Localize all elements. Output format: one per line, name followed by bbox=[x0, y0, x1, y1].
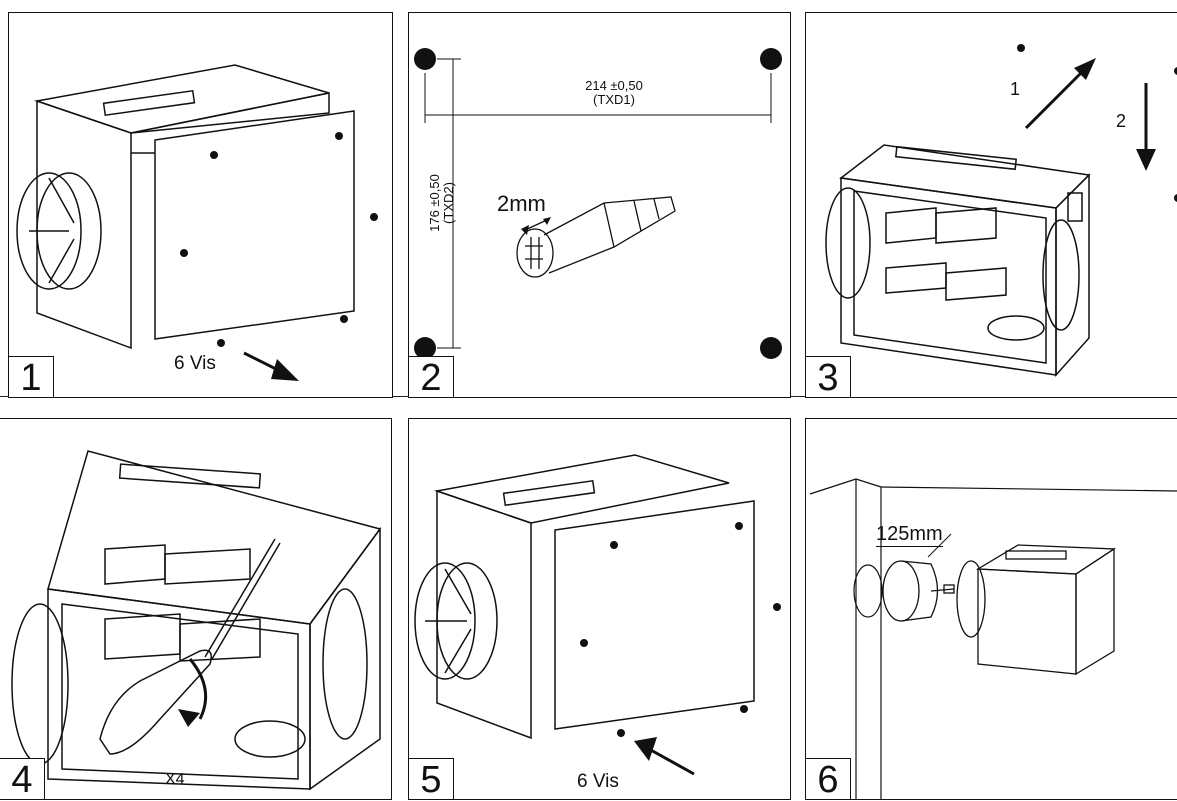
arrow-1-label: 1 bbox=[1010, 79, 1021, 99]
box-with-cover-illustration bbox=[16, 64, 378, 381]
wall-plug-icon bbox=[516, 196, 676, 278]
hole-size-label: 125mm bbox=[876, 523, 943, 547]
step-panel-2: 214 ±0,50 (TXD1) 176 ±0,50 (TXD2) 2mm 2 bbox=[408, 12, 791, 399]
step-number: 3 bbox=[806, 356, 851, 399]
step-panel-5: 6 Vis 5 bbox=[408, 418, 791, 801]
count-label: X4 bbox=[165, 771, 185, 788]
arrow-icon bbox=[1074, 58, 1096, 80]
arrow-icon bbox=[634, 737, 657, 761]
open-box-illustration bbox=[825, 44, 1177, 377]
step-number: 5 bbox=[409, 758, 454, 801]
step-panel-6: 125mm 6 bbox=[805, 418, 1177, 801]
wall-installation-illustration bbox=[809, 478, 1177, 799]
dim-width-label: 214 ±0,50 (TXD1) bbox=[585, 78, 643, 107]
mounting-hole-icon bbox=[414, 48, 782, 359]
step-number: 6 bbox=[806, 758, 851, 801]
screws-label: 6 Vis bbox=[577, 771, 619, 792]
hole-saw-icon bbox=[882, 560, 955, 622]
drilling-template-illustration bbox=[414, 48, 782, 359]
step-number: 2 bbox=[409, 356, 454, 399]
step-number: 4 bbox=[0, 758, 45, 801]
screws-label: 6 Vis bbox=[174, 353, 216, 374]
step-panel-4: X4 4 bbox=[0, 418, 392, 801]
screwdriver-icon bbox=[99, 538, 281, 755]
rotate-arrow-icon bbox=[178, 709, 200, 727]
screwdriver-fixing-illustration bbox=[11, 450, 382, 791]
box-cover-refit-illustration bbox=[414, 454, 781, 776]
step-panel-1: 6 Vis 1 bbox=[8, 12, 393, 399]
arrow-2-label: 2 bbox=[1116, 111, 1127, 131]
step-number: 1 bbox=[9, 356, 54, 399]
arrow-icon bbox=[1136, 149, 1156, 171]
step-panel-3: 1 2 3 bbox=[805, 12, 1177, 399]
drill-size-label: 2mm bbox=[497, 191, 546, 216]
arrow-icon bbox=[271, 359, 299, 381]
dim-height-label: 176 ±0,50 (TXD2) bbox=[427, 174, 456, 232]
